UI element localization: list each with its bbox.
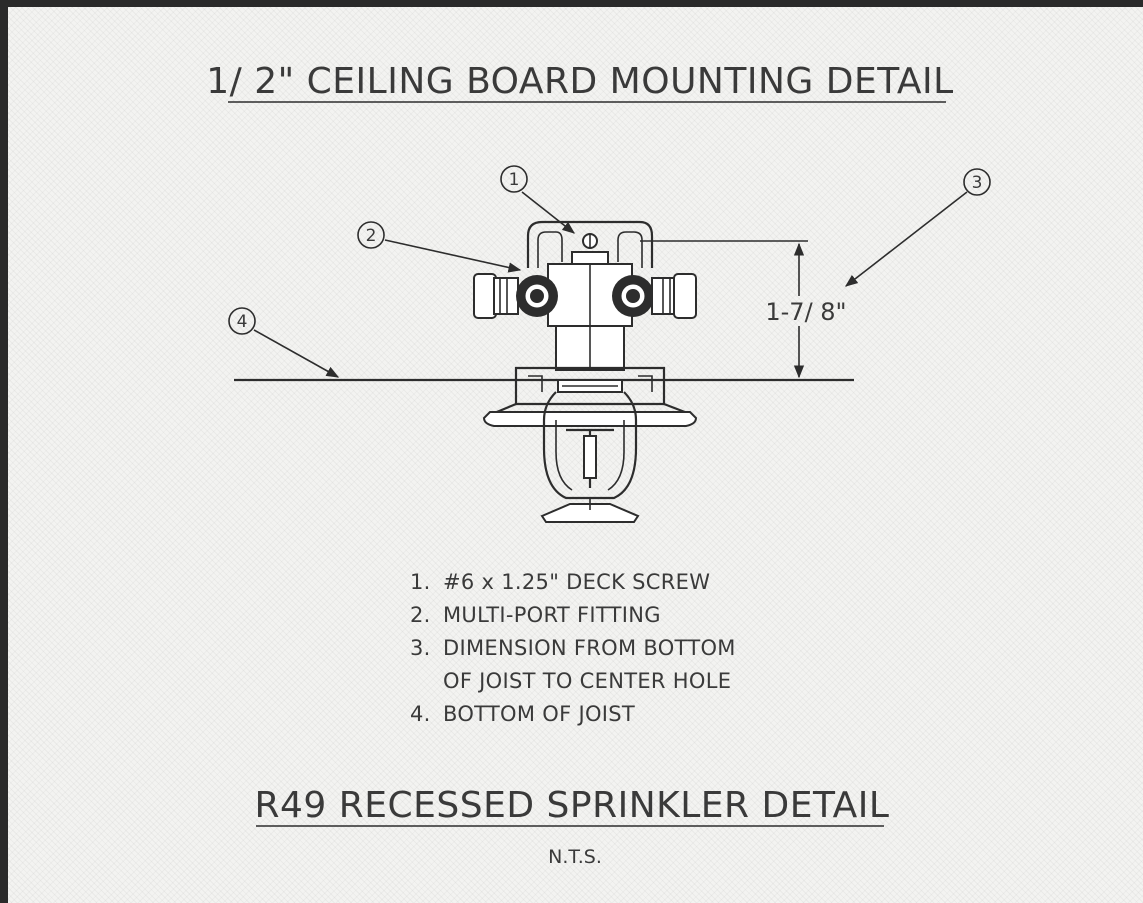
dimension-label: 1-7/ 8" xyxy=(765,298,846,326)
note-number: 2. xyxy=(410,603,431,627)
callout-4: 4 xyxy=(228,307,340,378)
callout-2: 2 xyxy=(357,221,522,273)
title-bottom: R49 RECESSED SPRINKLER DETAIL xyxy=(255,785,890,826)
notes-list: 1. #6 x 1.25" DECK SCREW 2. MULTI-PORT F… xyxy=(410,570,736,726)
frame-border-left xyxy=(0,0,8,903)
callout-3-label: 3 xyxy=(972,173,983,193)
callout-2-label: 2 xyxy=(366,226,377,246)
title-top: 1/ 2" CEILING BOARD MOUNTING DETAIL xyxy=(206,61,953,102)
note-text: #6 x 1.25" DECK SCREW xyxy=(443,570,710,594)
note-number: 3. xyxy=(410,636,431,660)
scale-note: N.T.S. xyxy=(548,846,602,868)
frame-border-top xyxy=(0,0,1143,7)
note-number: 1. xyxy=(410,570,431,594)
multi-port-fitting xyxy=(473,220,698,523)
note-number: 4. xyxy=(410,702,431,726)
callout-1: 1 xyxy=(500,165,576,234)
callout-3: 3 xyxy=(844,168,991,287)
note-text: BOTTOM OF JOIST xyxy=(443,702,635,726)
callout-1-label: 1 xyxy=(509,170,520,190)
callout-4-label: 4 xyxy=(237,312,248,332)
note-text: OF JOIST TO CENTER HOLE xyxy=(443,669,731,693)
note-text: DIMENSION FROM BOTTOM xyxy=(443,636,736,660)
note-text: MULTI-PORT FITTING xyxy=(443,603,661,627)
dimension-marker: 1-7/ 8" xyxy=(640,240,847,379)
